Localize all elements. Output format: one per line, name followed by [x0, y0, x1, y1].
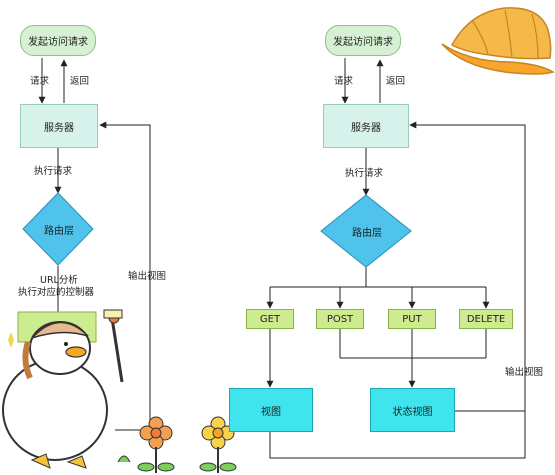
hat-icon	[441, 7, 555, 75]
left-start-label: 发起访问请求	[28, 37, 88, 48]
duck-mascot-icon	[2, 309, 124, 469]
method-post-node: POST	[316, 309, 364, 329]
right-request-label: 请求	[334, 76, 354, 87]
method-delete-node: DELETE	[459, 309, 513, 329]
left-execute-label: 执行请求	[34, 166, 73, 177]
right-start-label: 发起访问请求	[333, 37, 393, 48]
right-server-node: 服务器	[323, 104, 409, 148]
left-return-label: 返回	[70, 76, 90, 87]
left-output-label: 输出视图	[128, 271, 167, 282]
method-post-label: POST	[326, 313, 354, 325]
left-request-label: 请求	[30, 76, 50, 87]
left-router-diamond	[22, 192, 94, 266]
right-output-label: 输出视图	[505, 367, 544, 378]
left-router-label: 路由层	[44, 226, 74, 237]
method-get-node: GET	[246, 309, 294, 329]
left-start-node: 发起访问请求	[20, 25, 96, 56]
right-router-diamond	[320, 194, 412, 268]
right-return-label: 返回	[386, 76, 406, 87]
right-output-loop	[269, 121, 526, 459]
right-router-label: 路由层	[352, 228, 382, 239]
method-get-label: GET	[259, 313, 281, 325]
right-server-label: 服务器	[351, 122, 381, 134]
left-server-node: 服务器	[20, 104, 98, 148]
view-label: 视图	[261, 406, 281, 418]
left-url-label-1: URL分析	[40, 275, 78, 286]
left-output-loop	[99, 121, 151, 431]
method-put-node: PUT	[388, 309, 436, 329]
method-put-label: PUT	[402, 313, 422, 325]
right-start-node: 发起访问请求	[325, 25, 401, 56]
right-execute-label: 执行请求	[345, 168, 384, 179]
flower-icon	[117, 416, 237, 473]
left-server-label: 服务器	[44, 122, 74, 134]
method-delete-label: DELETE	[466, 313, 506, 325]
state-view-label: 状态视图	[392, 406, 433, 418]
left-url-label-2: 执行对应的控制器	[18, 287, 95, 298]
state-view-node: 状态视图	[370, 388, 455, 432]
view-node: 视图	[229, 388, 313, 432]
